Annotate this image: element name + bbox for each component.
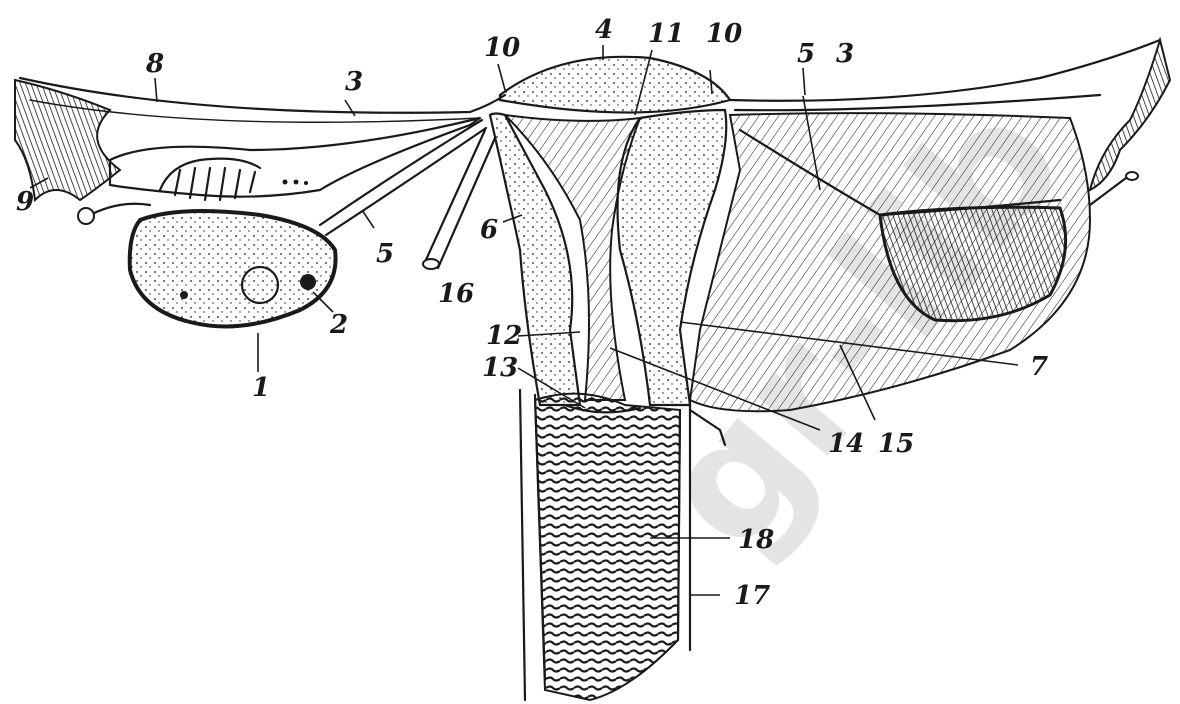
vesicular-appendix [78, 208, 94, 224]
round-ligament-stub [425, 130, 495, 268]
label-6: 6 [480, 215, 498, 245]
label-18: 18 [738, 525, 774, 555]
label-5-right: 5 [797, 39, 815, 69]
label-15: 15 [878, 429, 914, 459]
uterine-fundus [500, 57, 730, 113]
label-2: 2 [329, 310, 348, 340]
left-ovary [130, 211, 336, 326]
label-1: 1 [252, 373, 270, 403]
right-fimbriae [1090, 40, 1170, 190]
label-16: 16 [438, 279, 474, 309]
label-10-right: 10 [706, 19, 742, 49]
label-10-left: 10 [484, 33, 520, 63]
label-13: 13 [482, 353, 518, 383]
left-fimbriae [15, 80, 120, 200]
label-3-left: 3 [345, 67, 363, 97]
label-17: 17 [734, 581, 770, 611]
label-8: 8 [145, 49, 164, 79]
label-9: 9 [16, 187, 34, 217]
vaginal-lumen [535, 394, 680, 700]
label-5-left: 5 [376, 239, 394, 269]
label-12: 12 [486, 321, 522, 351]
mesosalpinx-left [110, 118, 480, 197]
label-11: 11 [648, 19, 684, 49]
corpus-luteum [300, 274, 316, 290]
epoophoron [160, 159, 260, 200]
label-14: 14 [828, 429, 864, 459]
label-3-right: 3 [836, 39, 854, 69]
label-4: 4 [595, 15, 613, 45]
label-7: 7 [1030, 352, 1048, 382]
